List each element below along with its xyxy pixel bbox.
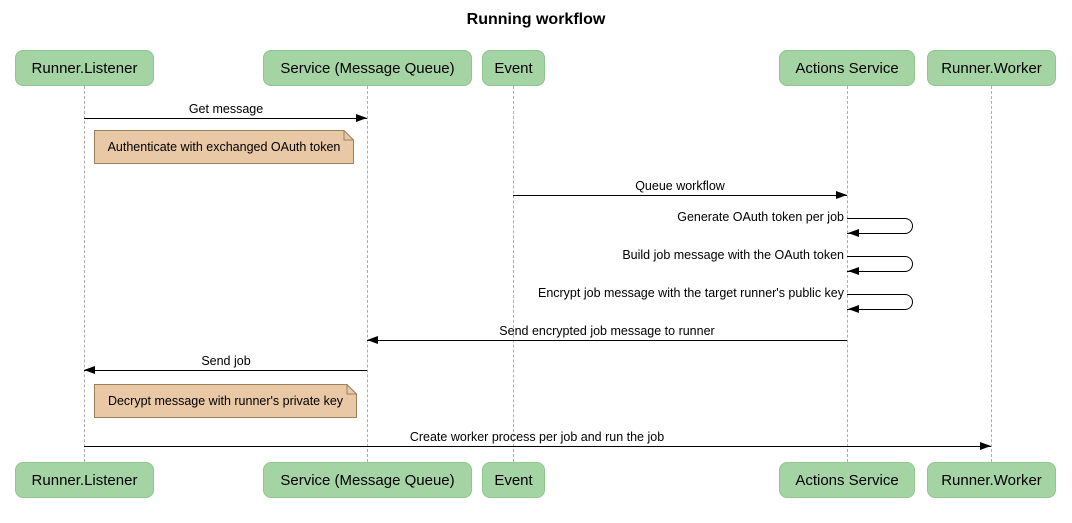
participant-runner-worker-bottom: Runner.Worker [927,462,1056,498]
message-queue-workflow-label: Queue workflow [635,179,725,193]
participant-service-message-queue-top: Service (Message Queue) [263,50,472,86]
participant-actions-service-top: Actions Service [779,50,915,86]
diagram-title: Running workflow [466,11,606,28]
participant-runner-listener-top: Runner.Listener [15,50,154,86]
message-send-encrypted-line [367,340,847,341]
self-loop-build-job [847,256,913,272]
message-send-job-label: Send job [201,354,251,368]
message-get-message-line [84,118,367,119]
self-loop-encrypt-job [847,294,913,310]
arrowhead-right-icon [836,191,847,199]
arrowhead-left-icon [84,366,95,374]
lifeline-event [513,86,514,462]
lifeline-actions-service [847,86,848,462]
participant-service-message-queue-bottom: Service (Message Queue) [263,462,472,498]
participant-actions-service-bottom: Actions Service [779,462,915,498]
arrowhead-right-icon [356,114,367,122]
arrowhead-left-icon [848,305,859,313]
message-create-worker-line [84,446,991,447]
participant-event-bottom: Event [482,462,545,498]
message-get-message-label: Get message [188,102,264,116]
message-create-worker-label: Create worker process per job and run th… [409,430,665,444]
participant-runner-worker-top: Runner.Worker [927,50,1056,86]
arrowhead-left-icon [848,267,859,275]
lifeline-runner-listener [84,86,85,462]
lifeline-service-message-queue [367,86,368,462]
participant-event-top: Event [482,50,545,86]
note-shape [94,130,354,164]
message-generate-oauth-label: Generate OAuth token per job [677,210,844,224]
message-send-encrypted-label: Send encrypted job message to runner [499,324,715,338]
message-queue-workflow-line [513,195,847,196]
message-build-job-label: Build job message with the OAuth token [622,248,844,262]
lifeline-runner-worker [991,86,992,462]
note-decrypt: Decrypt message with runner's private ke… [94,384,357,418]
note-shape [94,384,357,418]
note-authenticate-label: Authenticate with exchanged OAuth token [107,139,341,154]
arrowhead-right-icon [980,442,991,450]
note-authenticate: Authenticate with exchanged OAuth token [94,130,354,164]
message-encrypt-job-label: Encrypt job message with the target runn… [537,286,844,300]
participant-runner-listener-bottom: Runner.Listener [15,462,154,498]
arrowhead-left-icon [848,229,859,237]
note-decrypt-label: Decrypt message with runner's private ke… [107,393,344,408]
message-send-job-line [84,370,367,371]
self-loop-generate-oauth [847,218,913,234]
arrowhead-left-icon [367,336,378,344]
